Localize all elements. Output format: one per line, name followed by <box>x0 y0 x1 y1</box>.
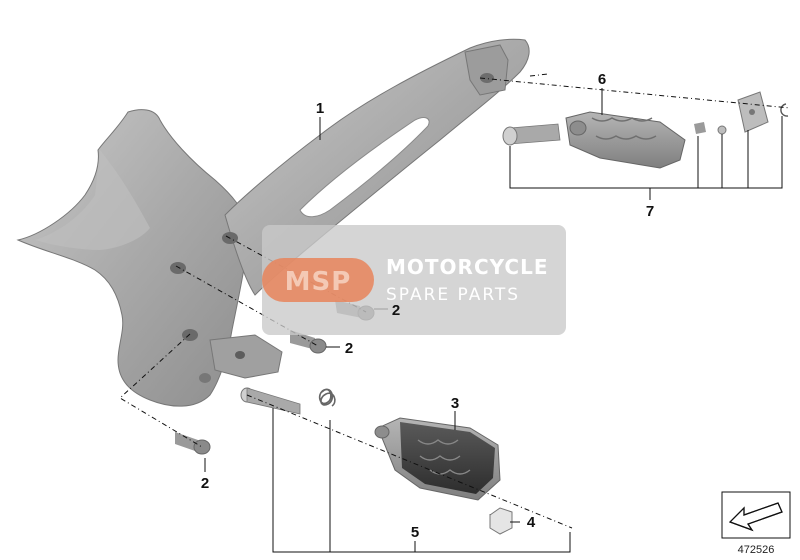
callout-6: 6 <box>598 71 606 88</box>
watermark: MSP MOTORCYCLE SPARE PARTS <box>262 225 566 335</box>
callout-2-middle: 2 <box>345 340 353 357</box>
bolt-lower <box>175 432 211 455</box>
watermark-title: MOTORCYCLE <box>386 255 548 279</box>
view-arrow-box <box>721 491 791 539</box>
callout-1: 1 <box>316 100 324 117</box>
rubber-insert <box>489 507 513 535</box>
small-parts-upper <box>694 91 789 135</box>
callout-2-upper: 2 <box>392 302 400 319</box>
spring <box>318 388 336 407</box>
callout-3: 3 <box>451 395 459 412</box>
footpeg-lower <box>374 417 501 501</box>
document-number: 472526 <box>738 544 775 556</box>
callout-5: 5 <box>411 524 419 541</box>
footrest-bracket <box>16 38 530 407</box>
footpeg-upper <box>565 111 686 169</box>
pin-upper <box>502 123 561 146</box>
arrow-icon <box>728 502 783 532</box>
callout-4: 4 <box>527 514 536 531</box>
pin-lower <box>240 387 301 415</box>
watermark-subtitle: SPARE PARTS <box>386 285 520 305</box>
callout-7: 7 <box>646 203 654 220</box>
callout-2-lower: 2 <box>201 475 209 492</box>
watermark-logo: MSP <box>285 267 352 297</box>
